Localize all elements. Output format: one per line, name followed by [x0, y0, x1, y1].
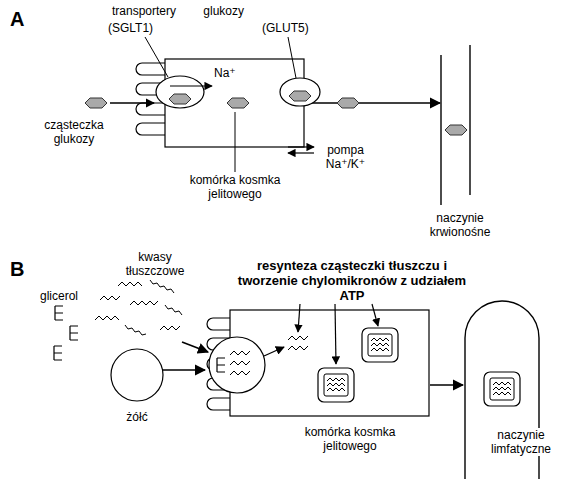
glycerol-symbol	[70, 326, 78, 340]
leader-line	[235, 112, 236, 172]
glucose-molecule	[227, 98, 249, 108]
fat-chain	[118, 282, 142, 286]
chylomicron	[484, 372, 520, 406]
microvillus	[136, 103, 165, 115]
chylomicron	[362, 328, 398, 362]
pointer-arrow	[298, 304, 300, 332]
glucose-molecule	[289, 91, 311, 101]
chylomicron	[318, 368, 354, 402]
ion-label: Na⁺	[214, 66, 236, 80]
micelle-fat	[230, 336, 308, 375]
fat-chain	[288, 346, 308, 350]
callout-text: transportery glukozy	[112, 4, 244, 18]
pump-arrow	[288, 152, 314, 153]
pump-arrow	[288, 146, 314, 147]
micelle	[209, 337, 265, 393]
glycerol-symbol	[55, 306, 63, 320]
glucose-molecule	[169, 94, 191, 104]
transporter-name: (SGLT1)	[108, 21, 153, 35]
node-label: komórka kosmka jelitowego	[180, 173, 290, 201]
fatty-acids	[95, 280, 182, 335]
panel-letter: A	[10, 8, 24, 30]
fat-chain	[230, 351, 250, 355]
fat-chain	[100, 296, 120, 300]
transporter-name: (GLUT5)	[262, 21, 309, 35]
glucose-molecule	[85, 98, 107, 108]
bile-droplet: żółć	[110, 348, 164, 402]
vessel-wall	[440, 55, 441, 205]
leader-line	[145, 37, 168, 77]
glycerol-symbol	[54, 346, 62, 360]
glucose-molecule	[445, 125, 467, 135]
glycerol-symbol	[217, 358, 225, 372]
transporter-sglt1	[156, 76, 204, 108]
process-note: resynteza cząsteczki tłuszczu i tworzeni…	[232, 258, 472, 303]
flow-arrow	[182, 342, 208, 352]
callout-text: pompa Na⁺/K⁺	[318, 143, 373, 171]
node-label: komórka kosmka jelitowego	[295, 425, 405, 453]
flow-arrow	[430, 384, 463, 386]
flow-arrow	[305, 102, 440, 104]
callout-text: kwasy tłuszczowe	[118, 250, 192, 278]
vessel-wall	[469, 45, 470, 195]
flow-arrow	[264, 347, 284, 356]
leader-line	[288, 37, 296, 78]
fat-chain	[125, 325, 146, 335]
bile-droplet	[111, 349, 163, 401]
flow-arrow	[163, 369, 205, 371]
microvillus	[136, 123, 165, 135]
fat-chain	[230, 371, 250, 375]
node-label: naczynie krwionośne	[410, 211, 510, 239]
transporter-glut5	[280, 78, 320, 106]
callout-text: glicerol	[40, 289, 78, 303]
fat-chain	[160, 326, 180, 330]
fat-chain	[150, 280, 174, 293]
callout-text: cząsteczka glukozy	[36, 118, 112, 146]
fat-chain	[165, 305, 182, 315]
node-outline	[110, 348, 164, 402]
sodium-arrow	[170, 85, 212, 86]
glucose-molecule	[337, 98, 359, 108]
fat-chain	[288, 336, 308, 340]
node-label: żółć	[110, 410, 164, 424]
flow-arrow	[110, 102, 154, 103]
node-label: naczynie limfatyczne	[475, 428, 567, 456]
fat-chain	[95, 316, 119, 320]
fat-chain	[230, 361, 250, 365]
microvillus	[207, 318, 230, 330]
fat-chain	[130, 301, 158, 305]
microvillus	[207, 398, 230, 410]
pointer-arrow	[335, 304, 336, 364]
pointer-arrow	[372, 304, 378, 326]
panel-letter: B	[10, 258, 24, 280]
